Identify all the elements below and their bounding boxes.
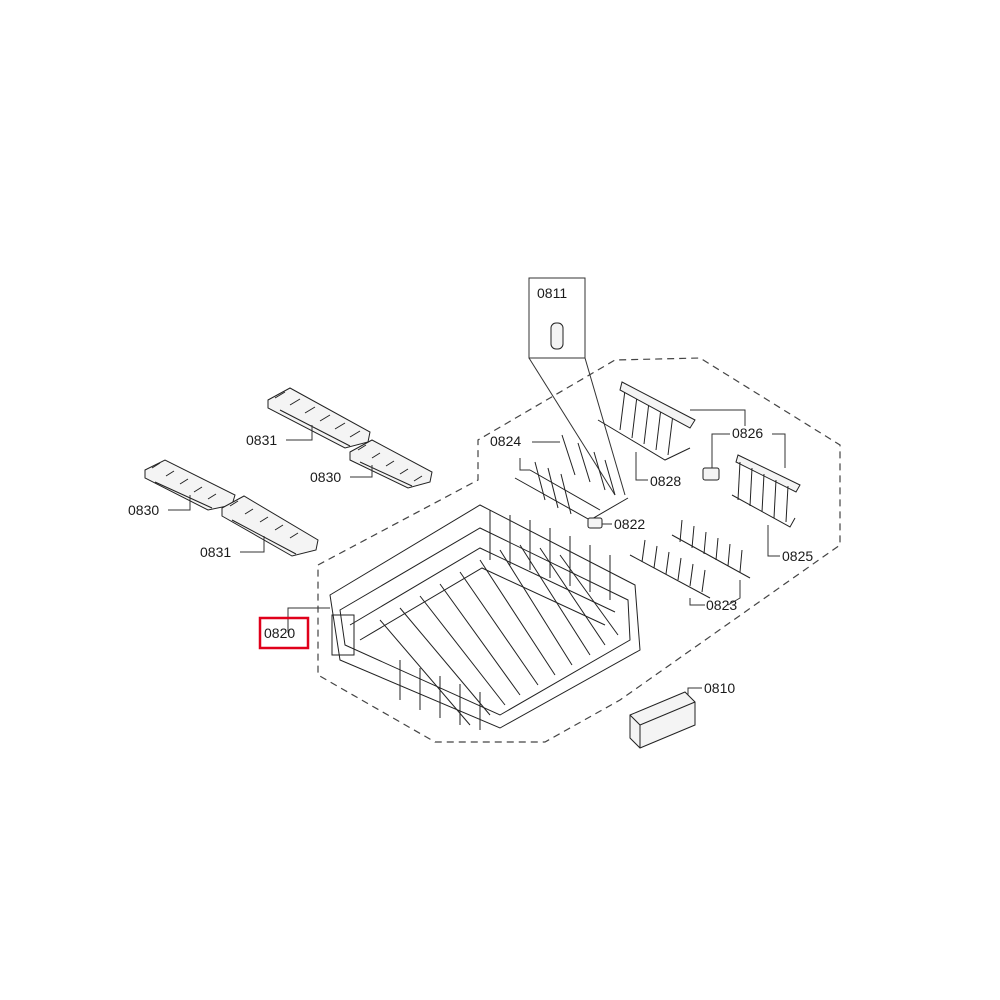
holder-part-0831-upper (267, 387, 371, 449)
label-0810[interactable]: 0810 (704, 680, 735, 696)
label-0824[interactable]: 0824 (490, 433, 521, 449)
label-0831-lower[interactable]: 0831 (200, 544, 231, 560)
rack-part-0825 (731, 454, 801, 528)
rack-part-0828 (597, 381, 696, 461)
label-0830-left[interactable]: 0830 (128, 502, 159, 518)
pin-part-0811 (550, 322, 564, 350)
tray-part-0810 (629, 691, 696, 749)
label-0825[interactable]: 0825 (782, 548, 813, 564)
label-0828[interactable]: 0828 (650, 473, 681, 489)
rack-part-0823 (629, 519, 751, 599)
clip-part-0826 (702, 467, 720, 481)
upper-basket-0820 (329, 504, 641, 730)
label-0826[interactable]: 0826 (732, 425, 763, 441)
label-0831-upper[interactable]: 0831 (246, 432, 277, 448)
holder-part-0831-lower (221, 495, 319, 557)
assembly-boundary (317, 357, 841, 743)
callout-box-0811 (528, 277, 586, 359)
clip-part-0822 (587, 517, 603, 529)
rack-part-0824 (514, 434, 629, 521)
label-0811[interactable]: 0811 (537, 285, 567, 301)
label-0822[interactable]: 0822 (614, 516, 645, 532)
holder-part-0830-right (349, 439, 433, 489)
label-0823[interactable]: 0823 (706, 597, 737, 613)
label-0820[interactable]: 0820 (264, 625, 295, 641)
label-0830-right[interactable]: 0830 (310, 469, 341, 485)
highlight-box-0820 (258, 616, 310, 650)
